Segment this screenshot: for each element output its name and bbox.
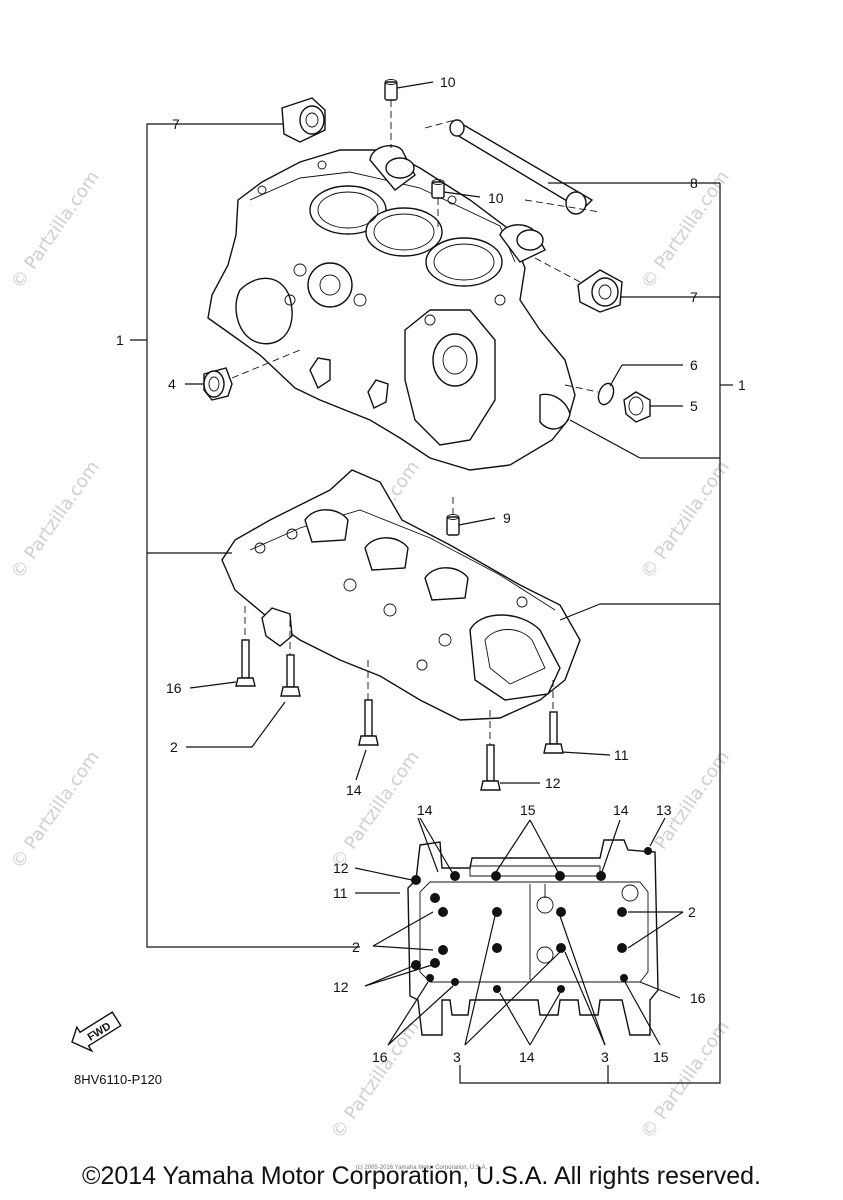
callout-12-pattern-top: 12: [333, 860, 349, 876]
watermark: © Partzilla.com: [327, 747, 424, 873]
callout-2-upper: 2: [170, 739, 178, 755]
callout-16-bolt: 16: [166, 680, 182, 696]
rubber-mount-right: [534, 257, 720, 313]
watermark: © Partzilla.com: [637, 457, 734, 583]
callout-12-pattern-bottom: 12: [333, 979, 349, 995]
callout-2-lower: 2: [352, 939, 360, 955]
watermark: © Partzilla.com: [637, 167, 734, 293]
callout-2-right: 2: [688, 904, 696, 920]
forward-arrow: FWD: [71, 1011, 122, 1053]
callout-11-pattern: 11: [333, 885, 348, 901]
callout-15-bottom: 15: [653, 1049, 669, 1065]
callout-14-bolt: 14: [346, 782, 362, 798]
callout-7-right: 7: [690, 289, 698, 305]
assembly-brackets: [130, 123, 733, 1084]
bolt-2: [186, 620, 301, 748]
callout-6: 6: [690, 357, 698, 373]
copyright-notice: ©2014 Yamaha Motor Corporation, U.S.A. A…: [82, 1162, 761, 1190]
small-copyright: (c) 2005-2016 Yamaha Motor Corporation, …: [355, 1165, 488, 1171]
watermark: © Partzilla.com: [327, 1017, 424, 1143]
watermark: © Partzilla.com: [7, 167, 104, 293]
watermark: © Partzilla.com: [7, 747, 104, 873]
callout-16-right: 16: [690, 990, 706, 1006]
lower-crankcase: [147, 469, 720, 721]
bolt-14: [355, 660, 379, 781]
bolt-16: [189, 606, 256, 689]
callout-3-left: 3: [453, 1049, 461, 1065]
rubber-mount-top: [190, 97, 326, 143]
callout-14-top-left: 14: [417, 802, 433, 818]
dowel-lower: [446, 497, 496, 536]
engine-mount-shaft: [424, 119, 720, 215]
bolt-12: [480, 710, 540, 791]
callout-16-left: 16: [372, 1049, 388, 1065]
upper-crankcase: [207, 144, 576, 471]
bolt-11: [543, 680, 611, 756]
dowel-pins: [384, 79, 481, 230]
callout-8: 8: [690, 175, 698, 191]
callout-14-bottom: 14: [519, 1049, 535, 1065]
callout-1-right: 1: [738, 377, 746, 393]
callout-10-top: 10: [440, 74, 456, 90]
bolts: [186, 606, 611, 791]
bolt-pattern-view: [354, 817, 684, 1046]
callout-11-bolt: 11: [614, 747, 629, 763]
callout-14-top-right: 14: [613, 802, 629, 818]
diagram-code: 8HV6110-P120: [74, 1072, 162, 1087]
callout-13: 13: [656, 802, 672, 818]
callout-9: 9: [503, 510, 511, 526]
callout-labels: 10 7 8 10 7 1 6 4 1 5 9 16 2 11 12 14 14…: [116, 74, 746, 1065]
watermark: © Partzilla.com: [7, 457, 104, 583]
plug: [185, 349, 301, 401]
callout-1-left: 1: [116, 332, 124, 348]
callout-7-top: 7: [172, 116, 180, 132]
callout-12-bolt: 12: [545, 775, 561, 791]
callout-4: 4: [168, 376, 176, 392]
callout-15-top: 15: [520, 802, 536, 818]
callout-5: 5: [690, 398, 698, 414]
callout-10-mid: 10: [488, 190, 504, 206]
watermark: © Partzilla.com: [637, 1017, 734, 1143]
callout-3-right: 3: [601, 1049, 609, 1065]
oring-and-plug: [564, 364, 720, 459]
